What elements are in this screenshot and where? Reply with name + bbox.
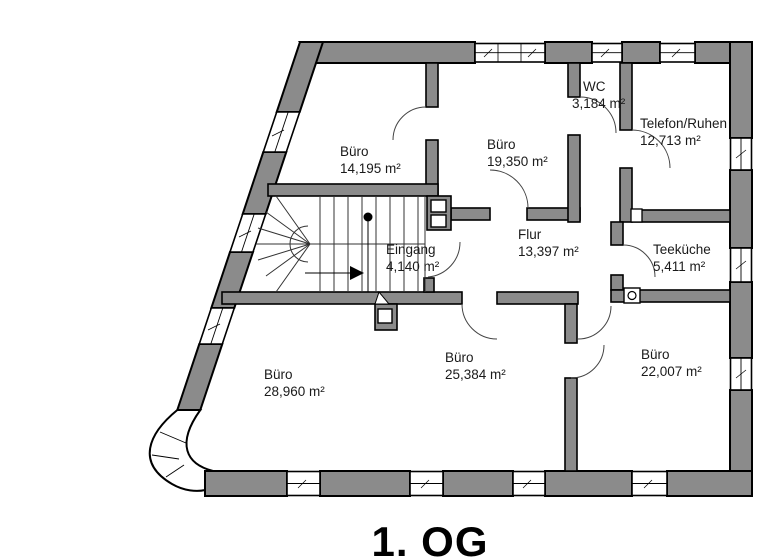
door-eingang-flur: [427, 241, 461, 278]
window-right-3: [729, 357, 753, 391]
door-direction-arrow: [374, 290, 391, 305]
walk-line-arrow: [350, 266, 364, 280]
door-buero25: [461, 303, 498, 340]
curved-corner-window: [148, 409, 214, 492]
staircase: [256, 195, 426, 293]
window-top-1: [474, 42, 546, 63]
door-wc: [579, 96, 617, 134]
window-bottom-2: [409, 470, 444, 497]
window-top-2: [591, 42, 623, 63]
door-buero14: [392, 106, 427, 141]
stair-walk-line: [305, 212, 373, 292]
door-flur-buero22: [577, 305, 612, 340]
window-bottom-4: [631, 470, 668, 497]
interior-walls: [221, 62, 731, 472]
shaft-box-eingang-top: [426, 195, 452, 231]
telefon-wall-box: [630, 208, 643, 223]
window-bottom-3: [512, 470, 546, 497]
window-slant-1: [262, 111, 301, 153]
shaft-box-eingang-bottom: [374, 303, 398, 331]
window-slant-2: [228, 213, 267, 253]
window-right-1: [729, 137, 753, 171]
walk-line-start-dot: [363, 212, 373, 222]
outer-walls: [175, 41, 753, 497]
door-buero19: [489, 169, 529, 209]
door-buero22: [570, 344, 605, 379]
door-arcs: [392, 96, 671, 379]
door-telefon: [631, 129, 671, 169]
window-bottom-1: [286, 470, 321, 497]
teekueche-wall-box: [623, 287, 641, 304]
floor-title: 1. OG: [371, 518, 489, 560]
window-slant-3: [198, 307, 236, 345]
shaft-symbols: [374, 195, 643, 331]
window-right-2: [729, 247, 753, 283]
window-top-3: [659, 42, 696, 63]
windows: [148, 42, 753, 497]
door-teekueche: [622, 244, 656, 278]
